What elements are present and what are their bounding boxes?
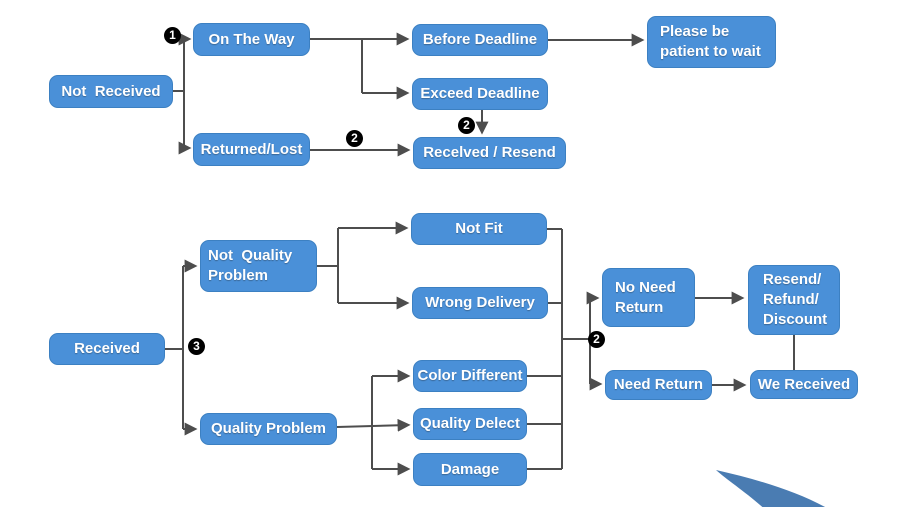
node-received-resend: Recelved / Resend	[413, 137, 566, 169]
node-on-the-way: On The Way	[193, 23, 310, 56]
node-exceed-deadline: Exceed Deadline	[412, 78, 548, 110]
node-received: Received	[49, 333, 165, 365]
connector-lines	[165, 32, 795, 476]
step-badge-2-split: 2	[588, 331, 605, 348]
node-quality-problem: Quality Problem	[200, 413, 337, 445]
node-damage: Damage	[413, 453, 527, 486]
step-badge-1: 1	[164, 27, 181, 44]
node-color-different: Color Different	[413, 360, 527, 392]
node-not-quality-problem: Not Quality Problem	[200, 240, 317, 292]
step-badge-3: 3	[188, 338, 205, 355]
node-need-return: Need Return	[605, 370, 712, 400]
node-returned-lost: Returned/Lost	[193, 133, 310, 166]
node-resend-refund-discount: Resend/ Refund/ Discount	[748, 265, 840, 335]
step-badge-2-exceed: 2	[458, 117, 475, 134]
node-please-wait: Please be patient to wait	[647, 16, 776, 68]
node-we-received: We Received	[750, 370, 858, 399]
node-quality-delect: Quality Delect	[413, 408, 527, 440]
decorative-swoosh	[716, 470, 826, 507]
node-not-fit: Not Fit	[411, 213, 547, 245]
node-wrong-delivery: Wrong Delivery	[412, 287, 548, 319]
step-badge-2-returned: 2	[346, 130, 363, 147]
node-no-need-return: No Need Return	[602, 268, 695, 327]
node-before-deadline: Before Deadline	[412, 24, 548, 56]
node-not-received: Not Received	[49, 75, 173, 108]
